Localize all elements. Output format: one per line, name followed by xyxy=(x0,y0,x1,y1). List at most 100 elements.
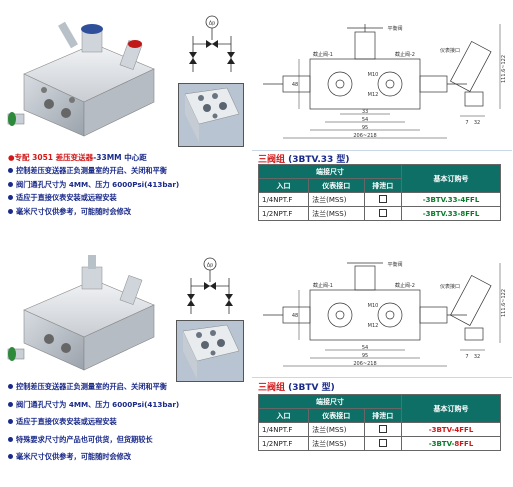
label-stop-valve-1: 截止阀-1 xyxy=(313,282,333,289)
technical-drawing-icon: 33 54 95 206~218 48 111.6~122 7 32 截止阀-1… xyxy=(263,24,507,139)
title-blue: (3BTV 型) xyxy=(288,383,335,393)
cell-order: -3BTV.33-8FFL xyxy=(401,206,501,221)
header-in: 入口 xyxy=(257,178,310,193)
spec-table-bottom: 端接尺寸 基本订购号 入口 仪表接口 排泄口 1/4NPT.F 法兰(MSS) … xyxy=(257,394,501,451)
svg-text:Δp: Δp xyxy=(209,21,216,27)
spec-prefix: ●专配 3051 差压变送器 xyxy=(8,153,94,162)
title-red: 三阀组 xyxy=(258,155,286,165)
dim-54: 54 xyxy=(362,345,368,351)
bullet-text: 适应于直接仪表安装或远程安装 xyxy=(16,417,117,426)
cell-in: 1/2NPT.F xyxy=(257,436,310,451)
svg-text:Δp: Δp xyxy=(207,263,214,269)
title-red: 三阀组 xyxy=(258,383,286,393)
valve-block-render-icon xyxy=(7,21,155,137)
cell-order: -3BTV-4FFL xyxy=(401,422,501,437)
bottom-bullets: 控制差压变送器正负测量室的开启、关闭和平衡 阀门通孔尺寸为 4MM、压力 600… xyxy=(8,378,179,466)
cell-in: 1/4NPT.F xyxy=(257,192,310,207)
dim-7: 7 xyxy=(465,120,468,126)
label-m10: M10 xyxy=(368,303,379,309)
header-inst: 仪表接口 xyxy=(308,408,365,423)
top-bullets: 控制差压变送器正负测量室的开启、关闭和平衡 阀门通孔尺寸为 4MM、压力 600… xyxy=(8,164,179,218)
table-row: 1/2NPT.F 法兰(MSS) -3BTV.33-8FFL xyxy=(257,206,501,221)
dim-32: 32 xyxy=(474,120,480,126)
label-balance-valve: 平衡阀 xyxy=(387,25,402,32)
bullet-item: 适应于直接仪表安装或远程安装 xyxy=(8,413,179,431)
header-vent: 排泄口 xyxy=(363,178,402,193)
spec-table-top: 端接尺寸 基本订购号 入口 仪表接口 排泄口 1/4NPT.F 法兰(MSS) … xyxy=(257,164,501,221)
bullet-item: 毫米尺寸仅供参考，可能随时会修改 xyxy=(8,205,179,219)
bullet-text: 适应于直接仪表安装或远程安装 xyxy=(16,193,117,202)
header-conn: 端接尺寸 xyxy=(258,394,402,409)
bullet-dot-icon xyxy=(8,419,13,425)
label-instrument-port: 仪表接口 xyxy=(440,283,460,290)
valve-symbol-icon: Δp xyxy=(187,257,233,314)
checkbox-icon xyxy=(378,424,387,433)
bullet-item: 特殊要求尺寸的产品也可供货，但货期较长 xyxy=(8,431,179,449)
spec-suffix: -33MM 中心距 xyxy=(93,153,147,162)
label-instrument-port: 仪表接口 xyxy=(440,47,460,54)
checkbox-icon xyxy=(378,208,387,217)
cell-inst: 法兰(MSS) xyxy=(308,436,365,451)
dim-48: 48 xyxy=(292,313,298,319)
cell-vent xyxy=(363,192,402,207)
dim-95: 95 xyxy=(362,125,368,131)
bullet-dot-icon xyxy=(8,436,13,442)
cell-inst: 法兰(MSS) xyxy=(308,422,365,437)
bullet-text: 特殊要求尺寸的产品也可供货，但货期较长 xyxy=(16,434,153,444)
cell-inst: 法兰(MSS) xyxy=(308,192,365,207)
dim-7: 7 xyxy=(465,354,468,360)
dim-33: 33 xyxy=(362,109,368,115)
cell-in: 1/2NPT.F xyxy=(257,206,310,221)
dim-206: 206~218 xyxy=(353,133,376,139)
label-m12: M12 xyxy=(368,323,379,329)
label-stop-valve-1: 截止阀-1 xyxy=(313,51,333,58)
section-title-bottom: 三阀组 (3BTV 型) xyxy=(258,380,335,393)
cell-order: -3BTV.33-4FFL xyxy=(401,192,501,207)
header-vent: 排泄口 xyxy=(363,408,402,423)
dim-111: 111.6~122 xyxy=(501,289,507,317)
bullet-dot-icon xyxy=(8,208,13,214)
divider xyxy=(252,150,512,151)
checkbox-icon xyxy=(378,194,387,203)
order-prefix: -3BTV.33- xyxy=(422,209,461,218)
dim-95: 95 xyxy=(362,353,368,359)
checkbox-icon xyxy=(378,438,387,447)
order-suffix: 4FFL xyxy=(460,195,480,204)
order-suffix: 8FFL xyxy=(454,439,474,448)
table-header-row: 端接尺寸 基本订购号 xyxy=(258,164,501,193)
bullet-dot-icon xyxy=(8,181,13,187)
bullet-text: 控制差压变送器正负测量室的开启、关闭和平衡 xyxy=(16,382,167,391)
spec-line: ●专配 3051 差压变送器-33MM 中心距 xyxy=(8,152,147,163)
header-order: 基本订购号 xyxy=(401,164,501,193)
label-stop-valve-2: 截止阀-2 xyxy=(395,51,415,58)
bullet-dot-icon xyxy=(8,454,13,460)
bullet-item: 阀门通孔尺寸为 4MM、压力 6000Psi(413bar) xyxy=(8,396,179,414)
cell-vent xyxy=(363,436,402,451)
bullet-item: 控制差压变送器正负测量室的开启、关闭和平衡 xyxy=(8,164,179,178)
title-blue: (3BTV.33 型) xyxy=(288,155,350,165)
order-suffix: 4FFL xyxy=(454,425,474,434)
bullet-dot-icon xyxy=(8,401,13,407)
table-header-row: 端接尺寸 基本订购号 xyxy=(258,394,501,423)
cell-inst: 法兰(MSS) xyxy=(308,206,365,221)
bullet-item: 毫米尺寸仅供参考，可能随时会修改 xyxy=(8,448,179,466)
label-m12: M12 xyxy=(368,92,379,98)
bullet-item: 适应于直接仪表安装或远程安装 xyxy=(8,191,179,205)
dim-48: 48 xyxy=(292,82,298,88)
bullet-text: 毫米尺寸仅供参考，可能随时会修改 xyxy=(16,206,132,216)
bullet-item: 阀门通孔尺寸为 4MM、压力 6000Psi(413bar) xyxy=(8,178,179,192)
divider xyxy=(252,377,512,378)
label-balance-valve: 平衡阀 xyxy=(387,261,402,268)
order-suffix: 8FFL xyxy=(460,209,480,218)
table-header-row: 入口 仪表接口 排泄口 xyxy=(257,408,501,423)
order-prefix: -3BTV- xyxy=(428,439,455,448)
header-conn: 端接尺寸 xyxy=(258,164,402,179)
header-inst: 仪表接口 xyxy=(308,178,365,193)
bullet-text: 控制差压变送器正负测量室的开启、关闭和平衡 xyxy=(16,166,167,175)
header-in: 入口 xyxy=(257,408,310,423)
dim-54: 54 xyxy=(362,117,368,123)
valve-block-render-icon xyxy=(7,255,155,371)
header-order: 基本订购号 xyxy=(401,394,501,423)
bullet-text: 阀门通孔尺寸为 4MM、压力 6000Psi(413bar) xyxy=(16,399,180,409)
bullet-text: 毫米尺寸仅供参考，可能随时会修改 xyxy=(16,452,132,461)
